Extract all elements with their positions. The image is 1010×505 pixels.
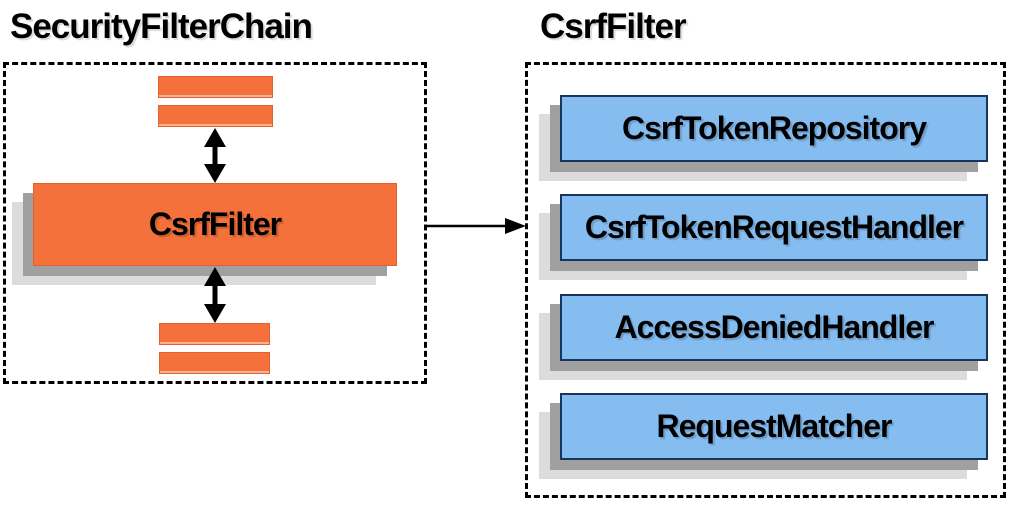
- filter-chain-bar: [158, 105, 273, 127]
- filter-chain-bar: [159, 323, 270, 345]
- filter-chain-bar: [158, 76, 273, 98]
- csrf-filter-box-label: CsrfFilter: [148, 206, 282, 242]
- csrf-token-request-handler-label: CsrfTokenRequestHandler: [584, 209, 964, 245]
- csrf-token-repository-label: CsrfTokenRepository: [621, 110, 927, 146]
- request-matcher-box: RequestMatcher: [560, 393, 988, 460]
- csrf-token-repository-box: CsrfTokenRepository: [560, 95, 988, 162]
- left-panel-title: SecurityFilterChain: [10, 7, 313, 46]
- csrf-token-request-handler-box: CsrfTokenRequestHandler: [560, 194, 988, 261]
- filter-chain-bar: [159, 352, 270, 374]
- csrf-filter-box: CsrfFilter: [33, 183, 397, 266]
- csrf-filter-to-components-arrow: [425, 218, 526, 234]
- csrf-filter-components-panel: [525, 62, 1006, 498]
- access-denied-handler-label: AccessDeniedHandler: [614, 309, 935, 345]
- security-filter-chain-panel: [3, 62, 427, 384]
- right-panel-title: CsrfFilter: [540, 7, 687, 46]
- request-matcher-label: RequestMatcher: [656, 408, 893, 444]
- access-denied-handler-box: AccessDeniedHandler: [560, 294, 988, 361]
